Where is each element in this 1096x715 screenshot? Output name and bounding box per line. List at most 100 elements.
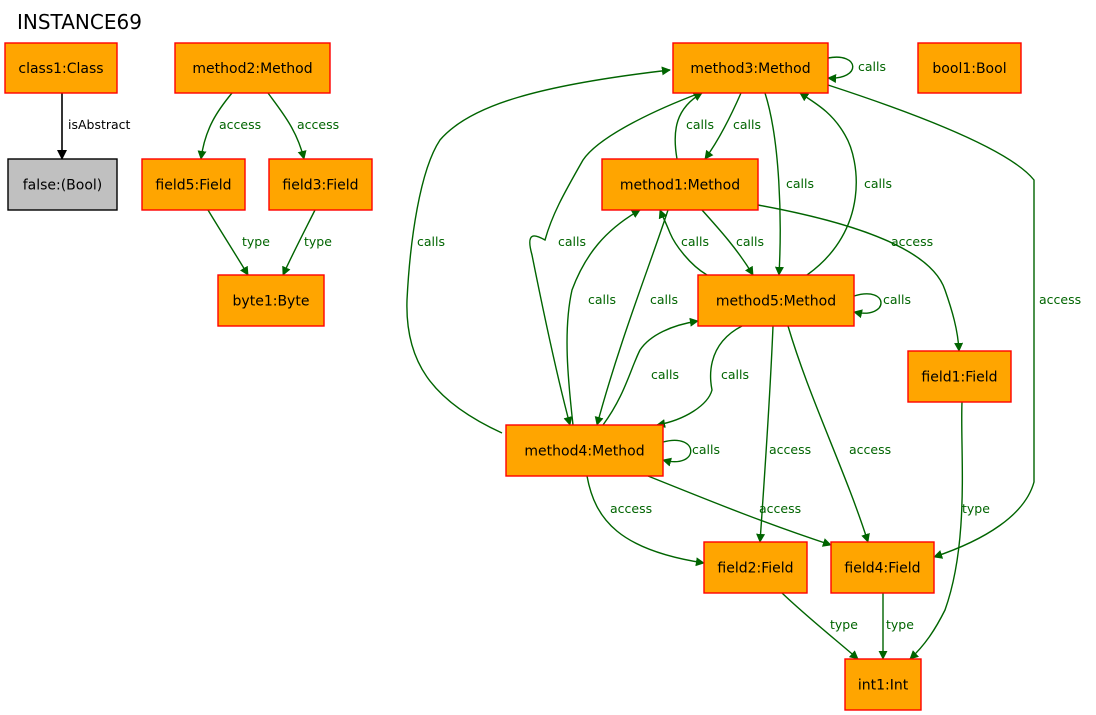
- edge-label: calls: [864, 176, 892, 191]
- edge-line: [267, 92, 307, 160]
- edge-method2-field5: access: [197, 92, 261, 160]
- node-label: field1:Field: [921, 370, 997, 386]
- edge-method1-method5: calls: [701, 209, 764, 276]
- edge-label: access: [297, 117, 339, 132]
- edge-label: calls: [417, 234, 445, 249]
- edge-line: [701, 209, 754, 276]
- node-field3: field3:Field: [268, 158, 373, 211]
- node-field5: field5:Field: [141, 158, 246, 211]
- edge-method5-method4: calls: [656, 325, 749, 429]
- edge-method5-field2: access: [756, 325, 811, 543]
- edge-field2-int1: type: [781, 592, 859, 660]
- edge-label: calls: [736, 234, 764, 249]
- node-box: [141, 158, 246, 211]
- edge-method5-field4: access: [787, 325, 891, 543]
- edge-label: calls: [558, 234, 586, 249]
- edge-label: calls: [858, 59, 886, 74]
- edge-label: access: [769, 442, 811, 457]
- node-method3: method3:Method: [672, 42, 829, 94]
- node-field2: field2:Field: [703, 541, 808, 594]
- edge-label: isAbstract: [68, 117, 131, 132]
- edge-line: [781, 592, 859, 660]
- edge-label: calls: [650, 292, 678, 307]
- edge-line: [602, 317, 699, 426]
- node-box: [505, 424, 664, 477]
- edge-line: [799, 92, 857, 276]
- edge-label: calls: [686, 117, 714, 132]
- edge-label: access: [891, 234, 933, 249]
- node-box: [268, 158, 373, 211]
- edge-line: [197, 92, 233, 160]
- edge-method5-method5: calls: [853, 292, 911, 319]
- node-label: method3:Method: [690, 61, 810, 77]
- node-label: bool1:Bool: [932, 61, 1006, 77]
- edge-line: [282, 209, 316, 276]
- edge-method4-field2: access: [586, 475, 705, 567]
- edge-line: [586, 475, 705, 567]
- node-label: field2:Field: [717, 561, 793, 577]
- node-label: class1:Class: [18, 61, 103, 77]
- edge-field3-byte1: type: [282, 209, 332, 276]
- node-label: field3:Field: [282, 178, 358, 194]
- nodes-layer: class1:Class false:(Bool) method2:Method fi…: [4, 42, 1022, 711]
- edge-method2-field3: access: [267, 92, 339, 160]
- edge-field1-int1: type: [909, 401, 990, 660]
- node-label: method4:Method: [524, 444, 644, 460]
- edge-line: [647, 475, 832, 547]
- node-method2: method2:Method: [174, 42, 331, 94]
- edge-label: access: [610, 501, 652, 516]
- node-bool1: bool1:Bool: [917, 42, 1022, 94]
- edge-method4-method1: calls: [566, 209, 641, 426]
- node-box: [917, 42, 1022, 94]
- node-label: byte1:Byte: [233, 294, 310, 310]
- edge-line: [827, 84, 1035, 559]
- node-box: [830, 541, 935, 594]
- edge-method5-method1: calls: [658, 209, 709, 276]
- edge-label: access: [1039, 292, 1081, 307]
- node-method1: method1:Method: [601, 158, 759, 211]
- edge-line: [406, 66, 671, 434]
- edge-method1-method4: calls: [594, 209, 678, 426]
- edge-method4-field4: access: [647, 475, 832, 547]
- edge-label: calls: [588, 292, 616, 307]
- edge-label: calls: [733, 117, 761, 132]
- edge-label: calls: [692, 442, 720, 457]
- edge-label: access: [849, 442, 891, 457]
- edge-class1-false: isAbstract: [57, 93, 131, 160]
- node-field1: field1:Field: [907, 350, 1012, 403]
- edge-line: [662, 439, 692, 467]
- edge-field4-int1: type: [878, 593, 914, 660]
- node-label: field5:Field: [155, 178, 231, 194]
- diagram-title: INSTANCE69: [17, 10, 142, 34]
- edge-line: [827, 56, 854, 83]
- node-box: [697, 274, 855, 327]
- edge-method3-method1: calls: [704, 92, 761, 160]
- node-box: [844, 658, 922, 711]
- node-box: [601, 158, 759, 211]
- node-label: field4:Field: [844, 561, 920, 577]
- node-false: false:(Bool): [7, 158, 118, 211]
- edge-line: [566, 209, 641, 426]
- edge-line: [787, 325, 870, 543]
- edge-label: calls: [721, 367, 749, 382]
- node-label: method5:Method: [716, 294, 836, 310]
- node-box: [907, 350, 1012, 403]
- node-method4: method4:Method: [505, 424, 664, 477]
- edge-label: type: [830, 617, 858, 632]
- edge-method3-method5: calls: [764, 92, 814, 276]
- node-field4: field4:Field: [830, 541, 935, 594]
- edge-line: [207, 209, 249, 276]
- edge-line: [764, 92, 784, 276]
- node-byte1: byte1:Byte: [217, 274, 325, 327]
- node-int1: int1:Int: [844, 658, 922, 711]
- edge-label: calls: [651, 367, 679, 382]
- edge-field5-byte1: type: [207, 209, 270, 276]
- edge-label: type: [304, 234, 332, 249]
- edge-label: calls: [883, 292, 911, 307]
- edge-label: type: [886, 617, 914, 632]
- edge-label: access: [219, 117, 261, 132]
- node-method5: method5:Method: [697, 274, 855, 327]
- node-box: [174, 42, 331, 94]
- node-label: method1:Method: [620, 178, 740, 194]
